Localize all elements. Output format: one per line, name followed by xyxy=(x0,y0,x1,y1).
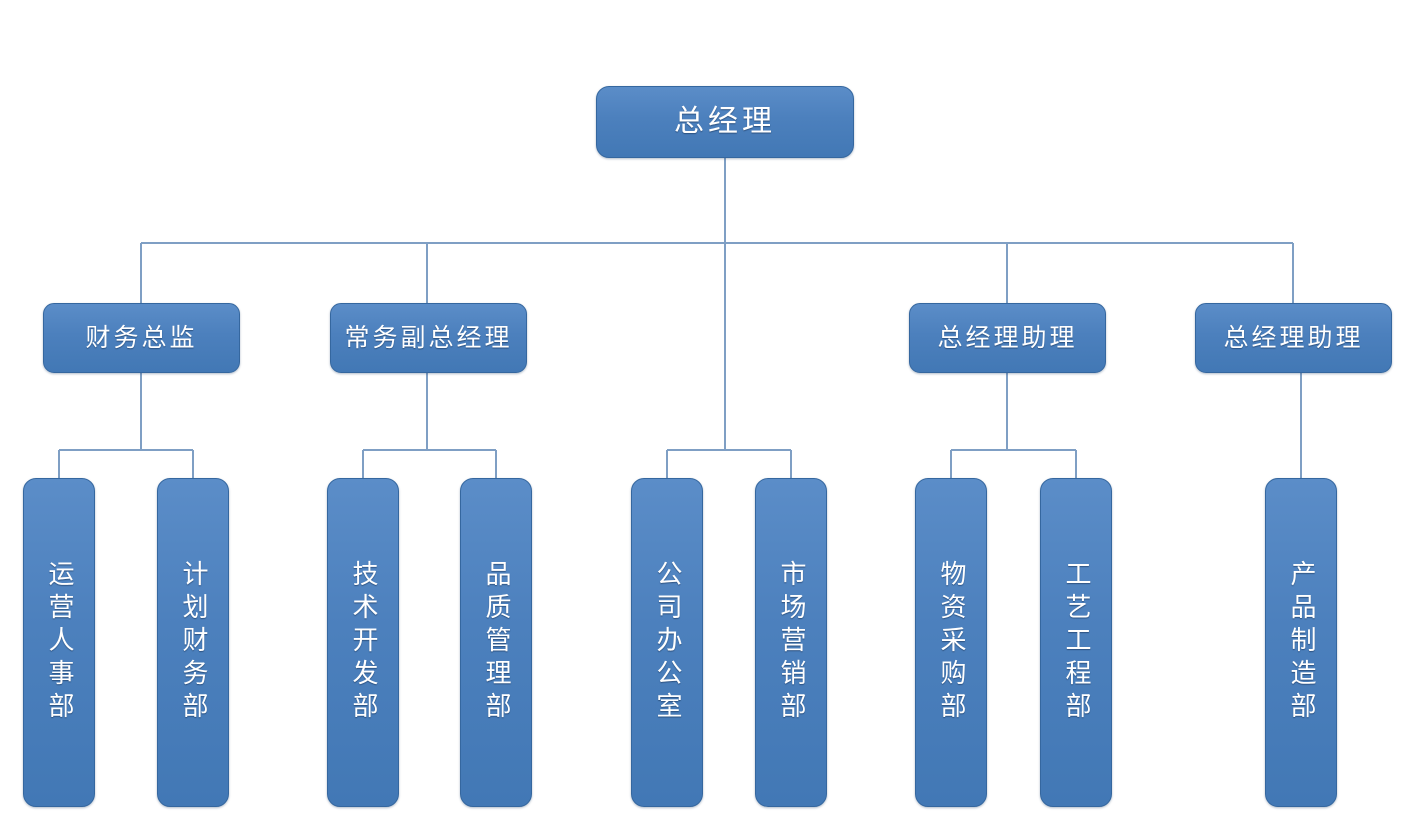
node-label: 财务总监 xyxy=(85,324,198,352)
node-label: 计划财务部 xyxy=(179,560,208,725)
node-label: 运营人事部 xyxy=(45,560,74,725)
node-label: 总经理 xyxy=(674,105,776,139)
node-product-manufacturing-dept[interactable]: 产品制造部 xyxy=(1265,478,1337,807)
node-cfo[interactable]: 财务总监 xyxy=(43,303,240,373)
node-label: 常务副总经理 xyxy=(344,324,513,352)
node-technical-development-dept[interactable]: 技术开发部 xyxy=(327,478,399,807)
node-label: 产品制造部 xyxy=(1287,560,1316,725)
node-label: 物资采购部 xyxy=(937,560,966,725)
node-label: 技术开发部 xyxy=(349,560,378,725)
node-label: 市场营销部 xyxy=(777,560,806,725)
node-quality-management-dept[interactable]: 品质管理部 xyxy=(460,478,532,807)
node-material-procurement-dept[interactable]: 物资采购部 xyxy=(915,478,987,807)
node-label: 公司办公室 xyxy=(653,560,682,725)
node-executive-deputy-gm[interactable]: 常务副总经理 xyxy=(330,303,527,373)
node-label: 总经理助理 xyxy=(1223,324,1364,352)
node-process-engineering-dept[interactable]: 工艺工程部 xyxy=(1040,478,1112,807)
node-gm-assistant-1[interactable]: 总经理助理 xyxy=(909,303,1106,373)
node-label: 总经理助理 xyxy=(937,324,1078,352)
node-company-office[interactable]: 公司办公室 xyxy=(631,478,703,807)
node-label: 品质管理部 xyxy=(482,560,511,725)
node-gm-assistant-2[interactable]: 总经理助理 xyxy=(1195,303,1392,373)
node-label: 工艺工程部 xyxy=(1062,560,1091,725)
node-general-manager[interactable]: 总经理 xyxy=(596,86,854,158)
node-operations-hr-dept[interactable]: 运营人事部 xyxy=(23,478,95,807)
node-planning-finance-dept[interactable]: 计划财务部 xyxy=(157,478,229,807)
node-marketing-dept[interactable]: 市场营销部 xyxy=(755,478,827,807)
